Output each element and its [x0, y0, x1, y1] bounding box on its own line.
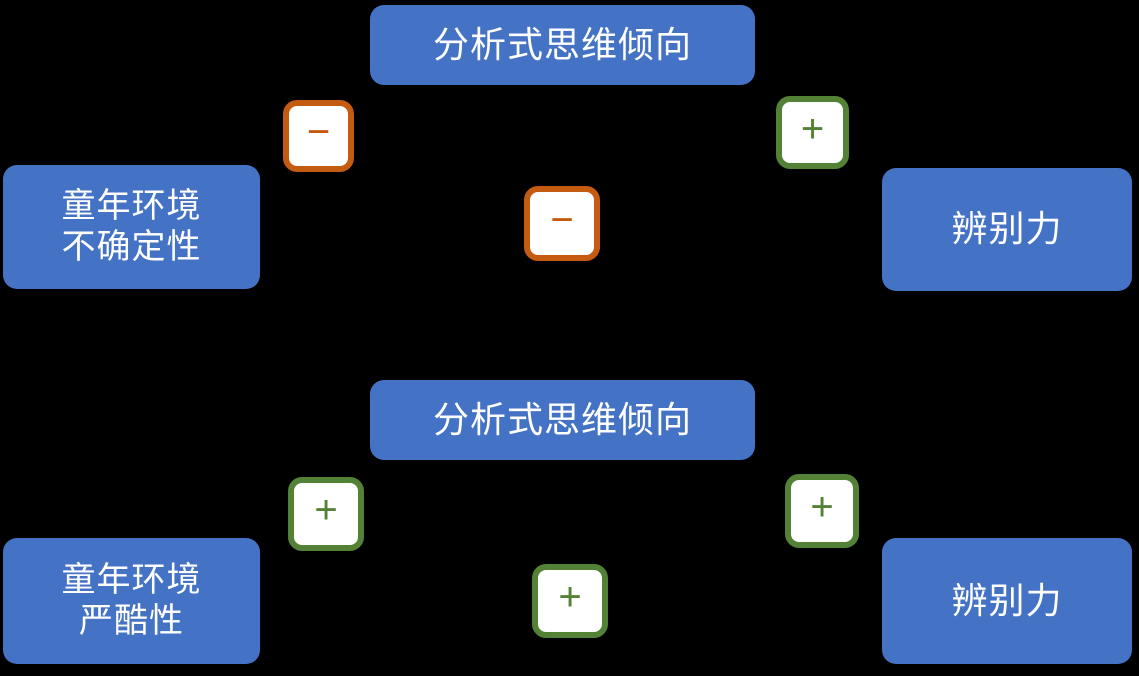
outcome-node-top: 辨别力	[882, 168, 1132, 291]
path-sign-badge-top-c: −	[524, 186, 600, 261]
plus-icon: +	[314, 488, 338, 532]
minus-icon: −	[550, 197, 574, 242]
path-sign-badge-bottom-c: +	[532, 564, 608, 638]
plus-icon: +	[558, 575, 582, 619]
minus-icon: −	[306, 110, 331, 154]
path-sign-badge-bottom-a: +	[288, 477, 364, 551]
predictor-node-bottom: 童年环境 严酷性	[3, 538, 260, 664]
mediator-node-top: 分析式思维倾向	[370, 5, 755, 85]
mediator-node-bottom: 分析式思维倾向	[370, 380, 755, 460]
predictor-node-top: 童年环境 不确定性	[3, 165, 260, 289]
plus-icon: +	[800, 106, 825, 151]
outcome-node-bottom: 辨别力	[882, 538, 1132, 664]
path-sign-badge-top-a: −	[283, 100, 354, 172]
path-sign-badge-bottom-b: +	[785, 474, 859, 548]
plus-icon: +	[810, 485, 834, 529]
path-sign-badge-top-b: +	[776, 96, 849, 169]
